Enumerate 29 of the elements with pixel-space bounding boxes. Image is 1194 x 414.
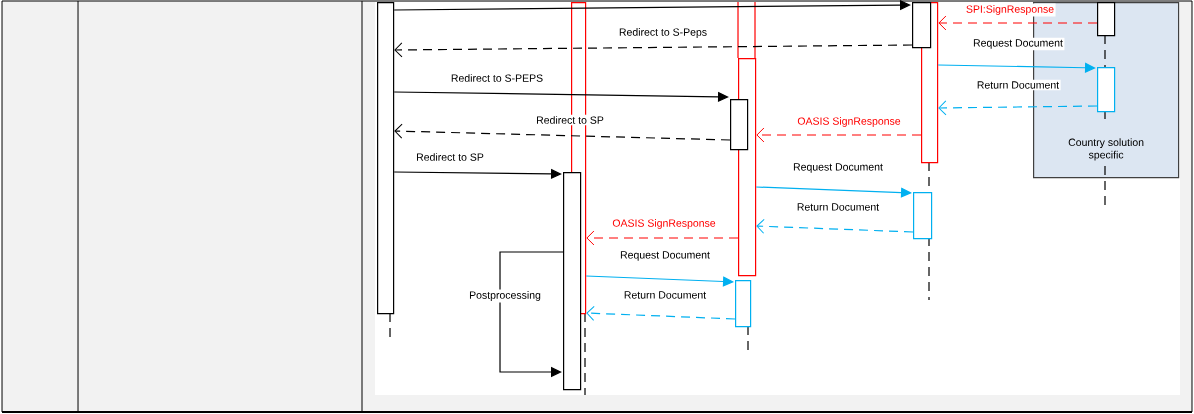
- message-arrow: [755, 186, 912, 198]
- activation-bar: [1097, 67, 1116, 113]
- message-arrow: [393, 91, 729, 102]
- message-arrow: [393, 0, 911, 11]
- message-arrow: [937, 62, 1096, 73]
- box-label: Country solution specific: [1068, 138, 1144, 161]
- activation-bar: [377, 2, 395, 315]
- message-arrow: [394, 123, 731, 141]
- edge-label: Redirect to SP: [414, 151, 486, 163]
- activation-bar: [912, 2, 932, 49]
- message-arrow: [586, 230, 739, 246]
- message-arrow: [756, 218, 914, 234]
- message-arrow: [585, 275, 734, 287]
- activation-bar: [730, 99, 749, 151]
- edge-label: Return Document: [795, 201, 881, 213]
- edge-label: Return Document: [622, 289, 708, 301]
- message-arrow: [938, 100, 1098, 116]
- edge-label: Redirect to S-PEPS: [449, 72, 545, 84]
- message-arrow: [394, 42, 913, 58]
- activation-bar: [913, 192, 933, 240]
- edge-label: Return Document: [975, 79, 1061, 91]
- message-arrow: [586, 305, 736, 321]
- activation-bar: [735, 280, 752, 328]
- edge-label: Redirect to SP: [534, 114, 606, 126]
- message-arrow: [938, 15, 1098, 31]
- activation-bar: [1097, 2, 1116, 37]
- activation-bar: [563, 172, 582, 391]
- message-arrow: [393, 168, 562, 179]
- message-arrow: [756, 127, 922, 143]
